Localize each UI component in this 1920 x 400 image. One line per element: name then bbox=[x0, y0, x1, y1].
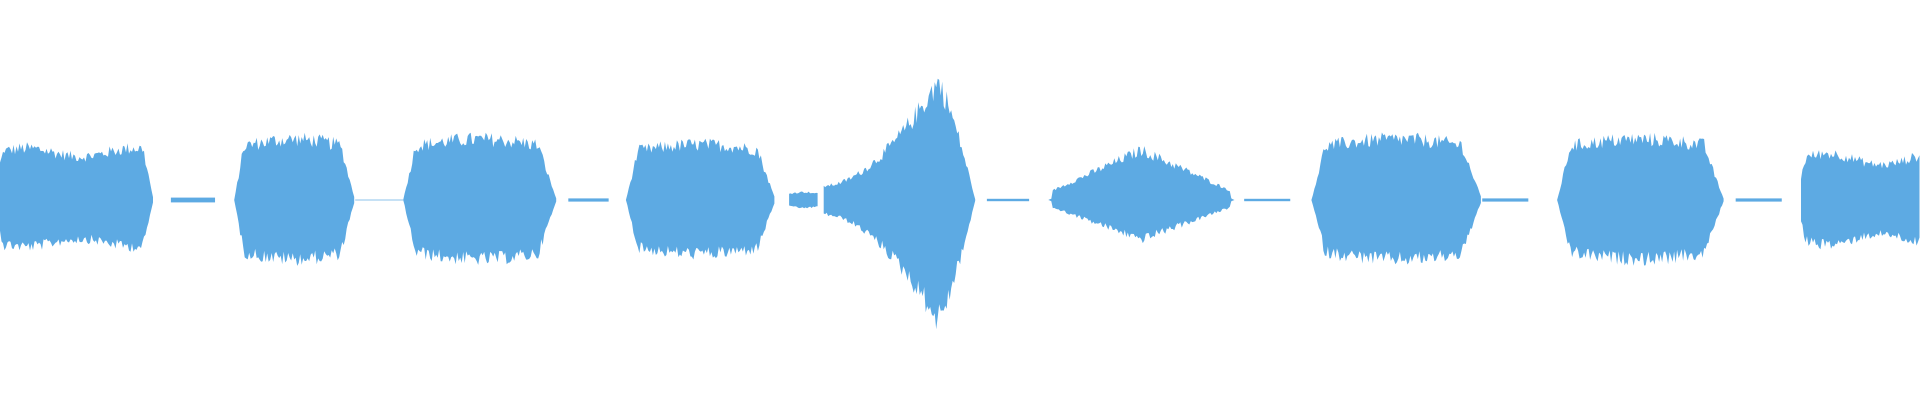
sound-segment bbox=[789, 191, 818, 209]
sound-segment bbox=[1801, 150, 1920, 250]
sound-segment bbox=[1048, 146, 1235, 244]
sound-segment bbox=[1311, 132, 1481, 265]
sound-segment bbox=[234, 132, 355, 266]
sound-segment bbox=[1557, 132, 1724, 266]
sound-segment bbox=[403, 132, 557, 265]
silence-segment bbox=[986, 198, 1030, 202]
waveform-segments bbox=[0, 78, 1920, 330]
sound-segment bbox=[0, 142, 153, 252]
silence-segment bbox=[1482, 198, 1529, 202]
silence-segment bbox=[355, 199, 404, 201]
silence-segment bbox=[1244, 198, 1291, 202]
silence-segment bbox=[1735, 198, 1782, 202]
silence-segment bbox=[568, 198, 609, 202]
sound-segment bbox=[823, 78, 976, 330]
silence-segment bbox=[170, 197, 216, 203]
sound-segment bbox=[625, 138, 775, 260]
